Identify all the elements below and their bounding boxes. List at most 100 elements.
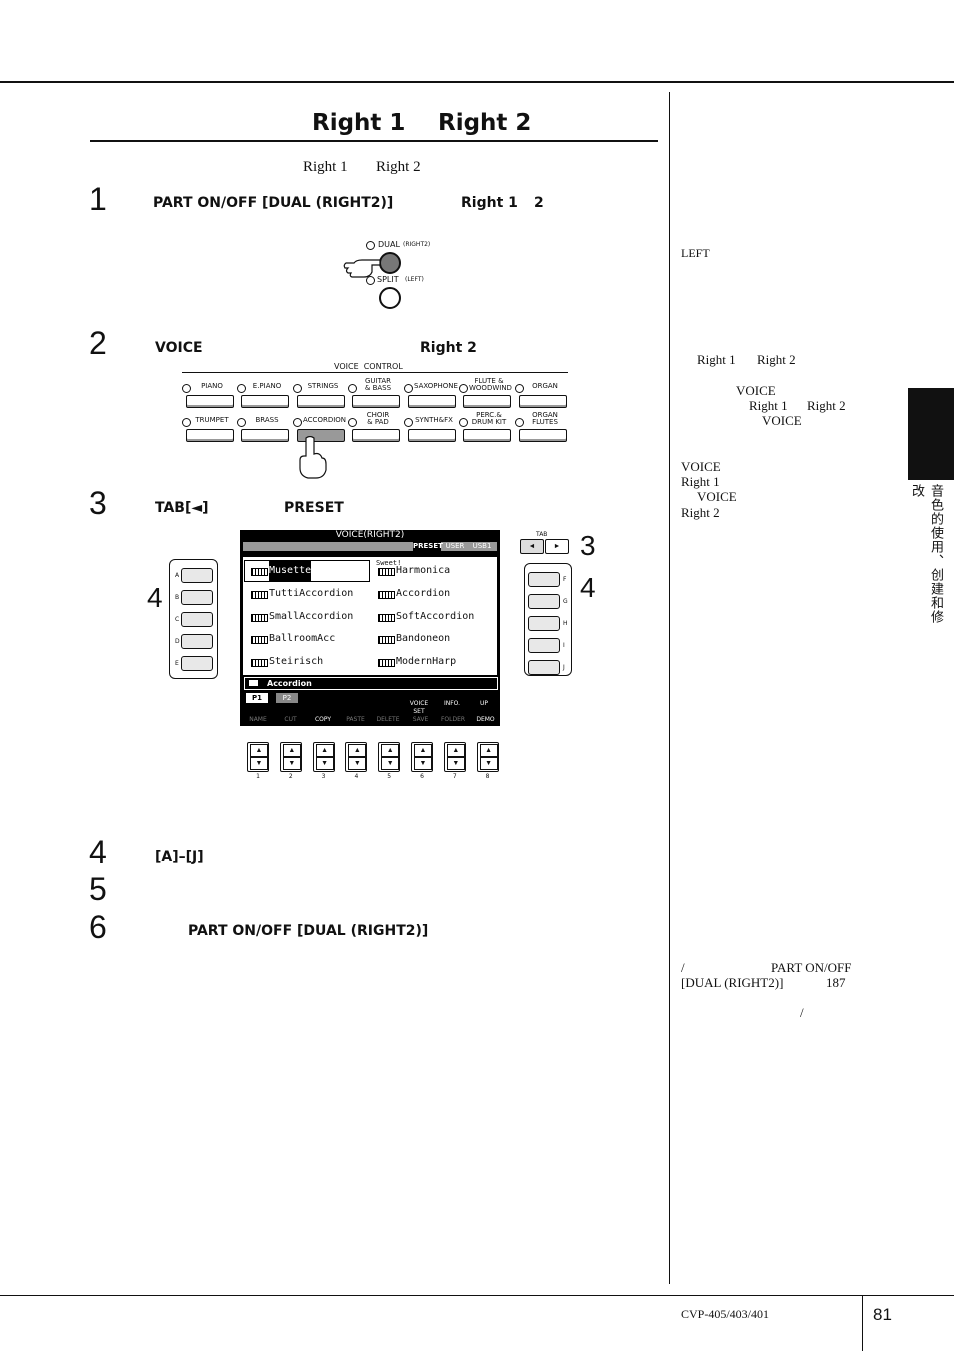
lcd-menu-up[interactable]: UP (479, 700, 488, 707)
lcd-menu-copy[interactable]: COPY (314, 716, 332, 723)
lcd-page-p1[interactable]: P1 (246, 693, 268, 703)
number-button-8[interactable]: ▲▼ (476, 742, 499, 772)
lcd-tab-user[interactable]: USER (445, 542, 465, 550)
voice-button-row2-0[interactable] (186, 429, 234, 442)
number-button-label: 1 (256, 773, 260, 780)
lcd-tab-preset[interactable]: PRESET (413, 542, 443, 551)
lcd-voice-right-1[interactable]: Accordion (372, 584, 496, 604)
side-button-F[interactable] (528, 572, 560, 587)
dual-sub-label: (RIGHT2) (403, 241, 431, 248)
footer-divider (862, 1296, 863, 1351)
side-button-C[interactable] (181, 612, 213, 627)
voice-button-row1-1[interactable] (241, 395, 289, 408)
voice-label-row1-4: SAXOPHONE (414, 382, 458, 390)
intro-text-1: Right 1 (303, 159, 348, 175)
lcd-sweet-badge: Sweet! (376, 559, 402, 567)
number-button-2[interactable]: ▲▼ (279, 742, 302, 772)
lcd-tab-usb1[interactable]: USB1 (472, 542, 492, 550)
lcd-voice-left-2[interactable]: SmallAccordion (245, 607, 369, 627)
side-label-E: E (175, 660, 179, 667)
dual-button[interactable] (379, 252, 401, 274)
step-number-1: 1 (89, 181, 107, 217)
voice-button-row1-6[interactable] (519, 395, 567, 408)
lcd-voice-left-0[interactable]: Musette (244, 560, 370, 582)
voice-button-row1-2[interactable] (297, 395, 345, 408)
number-button-5[interactable]: ▲▼ (378, 742, 401, 772)
tab-right-button[interactable]: ► (545, 539, 569, 554)
keyboard-icon (251, 636, 268, 644)
down-arrow-icon[interactable]: ▼ (446, 757, 465, 770)
lcd-menu-paste[interactable]: PASTE (346, 716, 365, 723)
lcd-voice-right-2[interactable]: SoftAccordion (372, 607, 496, 627)
lcd-voice-right-3[interactable]: Bandoneon (372, 629, 496, 649)
note-5d: 187 (826, 975, 846, 990)
number-button-4[interactable]: ▲▼ (345, 742, 368, 772)
side-button-J[interactable] (528, 660, 560, 675)
up-arrow-icon[interactable]: ▲ (381, 744, 400, 757)
up-arrow-icon[interactable]: ▲ (446, 744, 465, 757)
lcd-menu-folder[interactable]: FOLDER (440, 716, 466, 723)
down-arrow-icon[interactable]: ▼ (315, 757, 334, 770)
number-button-6[interactable]: ▲▼ (411, 742, 433, 772)
number-button-label: 2 (288, 773, 293, 780)
lcd-menu-voiceset[interactable]: VOICE SET (409, 700, 429, 715)
down-arrow-icon[interactable]: ▼ (348, 757, 367, 770)
down-arrow-icon[interactable]: ▼ (282, 757, 301, 770)
lcd-menu-save[interactable]: SAVE (412, 716, 429, 723)
lcd-voice-left-1[interactable]: TuttiAccordion (245, 584, 369, 604)
side-button-I[interactable] (528, 638, 560, 653)
down-arrow-icon[interactable]: ▼ (381, 757, 400, 770)
voice-control-header: VOICE CONTROL (334, 362, 403, 371)
up-arrow-icon[interactable]: ▲ (479, 744, 498, 757)
side-button-H[interactable] (528, 616, 560, 631)
keyboard-icon (378, 659, 395, 667)
voice-button-row2-5[interactable] (463, 429, 511, 442)
side-button-E[interactable] (181, 656, 213, 671)
lcd-page-p2[interactable]: P2 (276, 693, 298, 703)
note-5c: [DUAL (RIGHT2)] (681, 975, 784, 990)
lcd-menu-delete[interactable]: DELETE (376, 716, 400, 723)
number-button-7[interactable]: ▲▼ (443, 742, 466, 772)
up-arrow-icon[interactable]: ▲ (315, 744, 334, 757)
voice-button-row2-3[interactable] (352, 429, 400, 442)
up-arrow-icon[interactable]: ▲ (414, 744, 432, 757)
side-button-B[interactable] (181, 590, 213, 605)
number-button-1[interactable]: ▲▼ (247, 742, 269, 772)
lcd-menu-name[interactable]: NAME (249, 716, 267, 723)
note-4b: Right 1 (681, 474, 720, 489)
voice-button-row2-6[interactable] (519, 429, 567, 442)
step-6-text-a: PART ON/OFF [DUAL (RIGHT2)] (188, 923, 429, 939)
lcd-voice-right-0[interactable]: Harmonica (372, 561, 496, 581)
side-button-A[interactable] (181, 568, 213, 583)
keyboard-icon (378, 614, 395, 622)
down-arrow-icon[interactable]: ▼ (479, 757, 498, 770)
up-arrow-icon[interactable]: ▲ (250, 744, 268, 757)
callout-4-left: 4 (147, 582, 163, 613)
number-button-3[interactable]: ▲▼ (312, 742, 335, 772)
down-arrow-icon[interactable]: ▼ (250, 757, 268, 770)
lcd-voice-left-3[interactable]: BallroomAcc (245, 629, 369, 649)
dual-split-panel: DUAL (RIGHT2) SPLIT (LEFT) (340, 236, 440, 312)
voice-button-row1-0[interactable] (186, 395, 234, 408)
lcd-voice-left-4[interactable]: Steirisch (245, 652, 369, 672)
tab-left-button[interactable]: ◄ (520, 539, 544, 554)
split-button[interactable] (379, 287, 401, 309)
down-arrow-icon[interactable]: ▼ (414, 757, 432, 770)
voice-button-row1-3[interactable] (352, 395, 400, 408)
side-button-D[interactable] (181, 634, 213, 649)
lcd-menu-demo[interactable]: DEMO (476, 716, 495, 723)
lcd-menu-info[interactable]: INFO. (443, 700, 461, 707)
side-button-G[interactable] (528, 594, 560, 609)
up-arrow-icon[interactable]: ▲ (282, 744, 301, 757)
note-4c: VOICE (697, 489, 737, 504)
lcd-menu-cut[interactable]: CUT (284, 716, 297, 723)
lcd-voice-right-4[interactable]: ModernHarp (372, 652, 496, 672)
up-arrow-icon[interactable]: ▲ (348, 744, 367, 757)
voice-button-row1-5[interactable] (463, 395, 511, 408)
voice-button-row2-4[interactable] (408, 429, 456, 442)
voice-button-row2-1[interactable] (241, 429, 289, 442)
voice-button-row1-4[interactable] (408, 395, 456, 408)
side-label-D: D (175, 638, 180, 645)
